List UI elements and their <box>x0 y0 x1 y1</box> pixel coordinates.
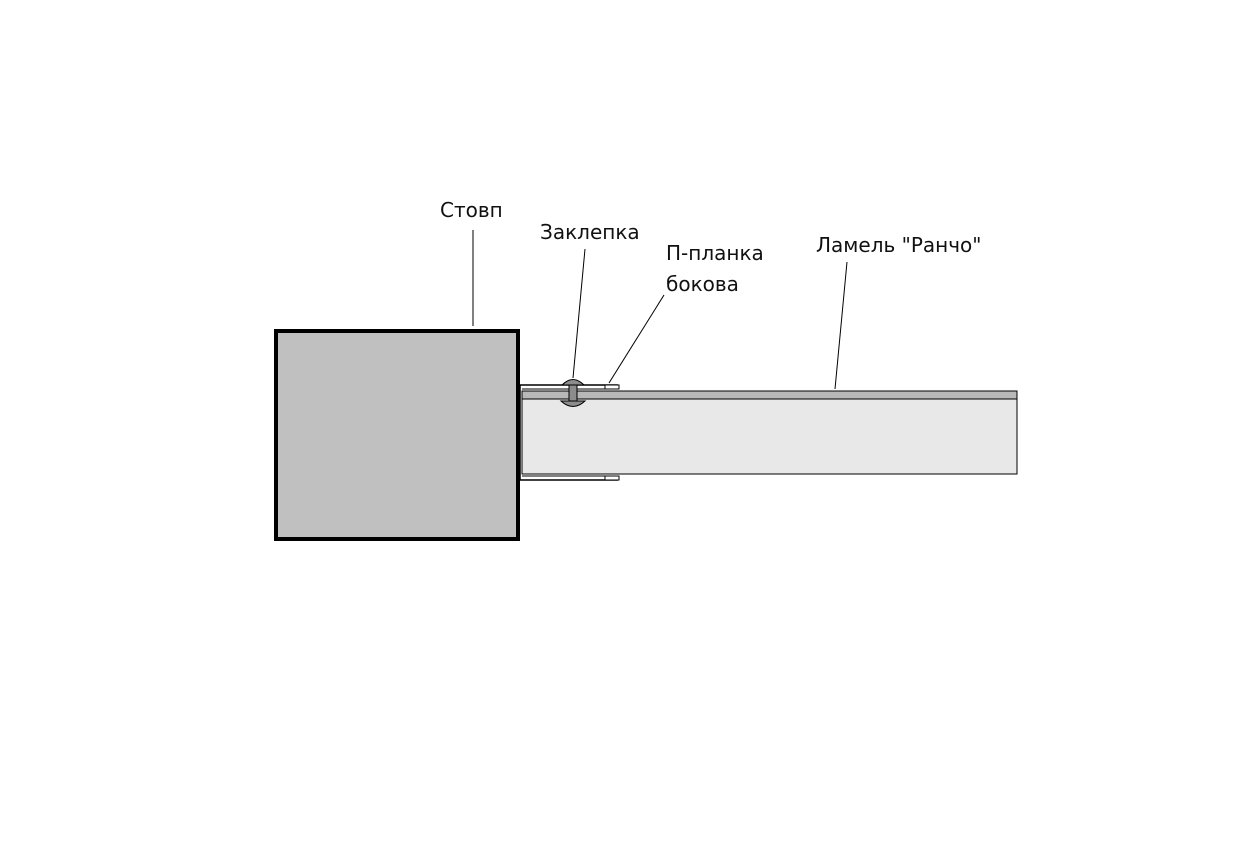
u-channel-lip-top <box>604 384 620 390</box>
u-channel-lip-bottom <box>604 475 620 481</box>
slat-leader-line <box>834 261 848 390</box>
rivet <box>559 379 587 407</box>
channel-label-line1: П-планка <box>666 241 764 265</box>
channel-label-line2: бокова <box>666 272 739 296</box>
post-label: Стовп <box>440 198 503 222</box>
slat-top-band <box>521 390 1018 400</box>
rivet-label: Заклепка <box>540 220 640 244</box>
channel-leader-line <box>608 294 665 384</box>
slat-label: Ламель "Ранчо" <box>816 233 981 257</box>
post <box>274 329 520 541</box>
slat-body <box>521 390 1018 475</box>
rivet-leader-line <box>572 248 586 379</box>
